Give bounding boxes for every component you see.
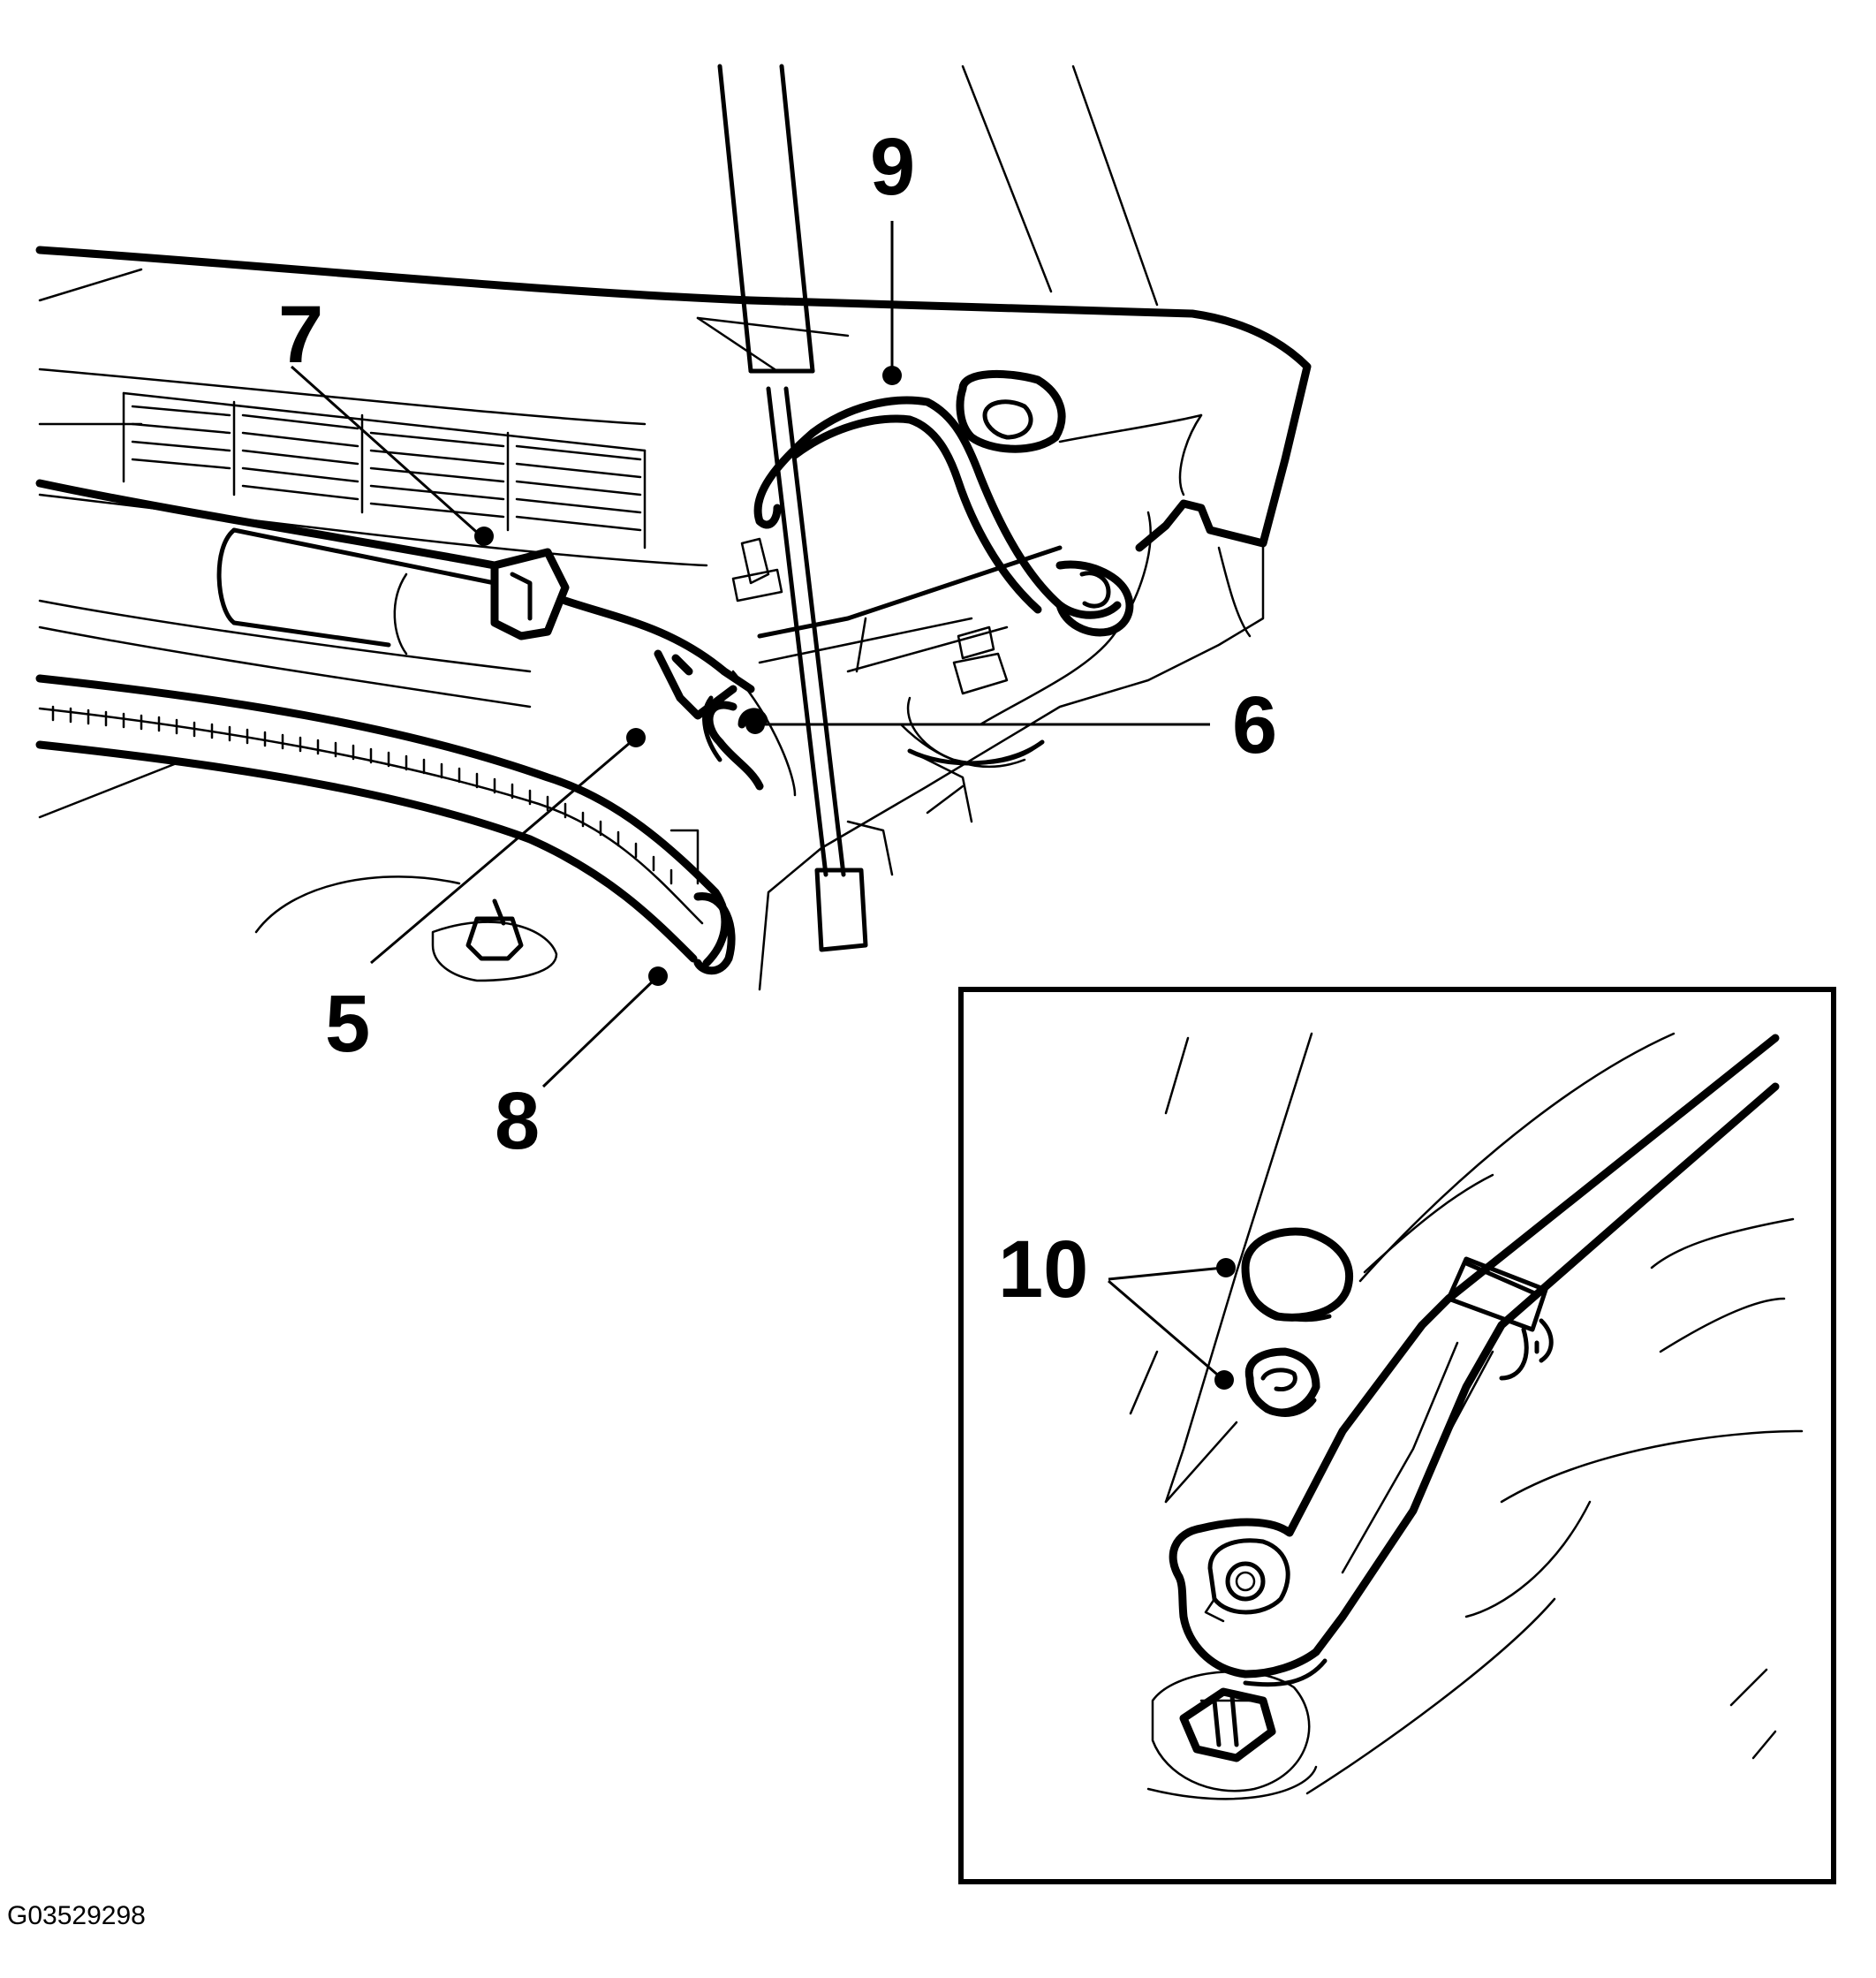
callout-5: 5: [325, 979, 370, 1069]
callout-7: 7: [278, 290, 323, 380]
arm-pivot: [1204, 1538, 1290, 1623]
hose-bracket-5: [654, 649, 797, 797]
callout-8: 8: [495, 1076, 540, 1166]
body-bolt: [254, 829, 700, 982]
hood-strut: [717, 64, 868, 952]
leader-lines-10: [1108, 1258, 1236, 1390]
pillar-line: [961, 64, 1053, 293]
callout-6: 6: [1232, 680, 1277, 770]
cowl-vent-grille: [38, 368, 708, 567]
clip-7: [490, 548, 755, 693]
main-view: 7 9 6 5 8: [35, 64, 1312, 1166]
cowl-panel-outline: [35, 246, 1312, 552]
leader-lines: [291, 221, 1210, 1088]
callout-9: 9: [870, 122, 915, 212]
figure-id: G03529298: [7, 1901, 146, 1930]
washer-hose: [35, 674, 736, 975]
hose-loop-6: [705, 701, 768, 791]
nut-10: [1244, 1347, 1320, 1417]
pivot-stud: [1151, 1671, 1311, 1792]
inset-detail: 10: [958, 987, 1836, 1884]
inset-frame: [958, 987, 1836, 1884]
wiper-linkage-9: [753, 370, 1134, 673]
cover-cap-10: [1241, 1227, 1354, 1322]
body-panel-details: [731, 413, 1265, 991]
callout-10: 10: [998, 1224, 1088, 1315]
pillar-line: [1071, 64, 1159, 307]
wiper-motor: [35, 479, 532, 709]
